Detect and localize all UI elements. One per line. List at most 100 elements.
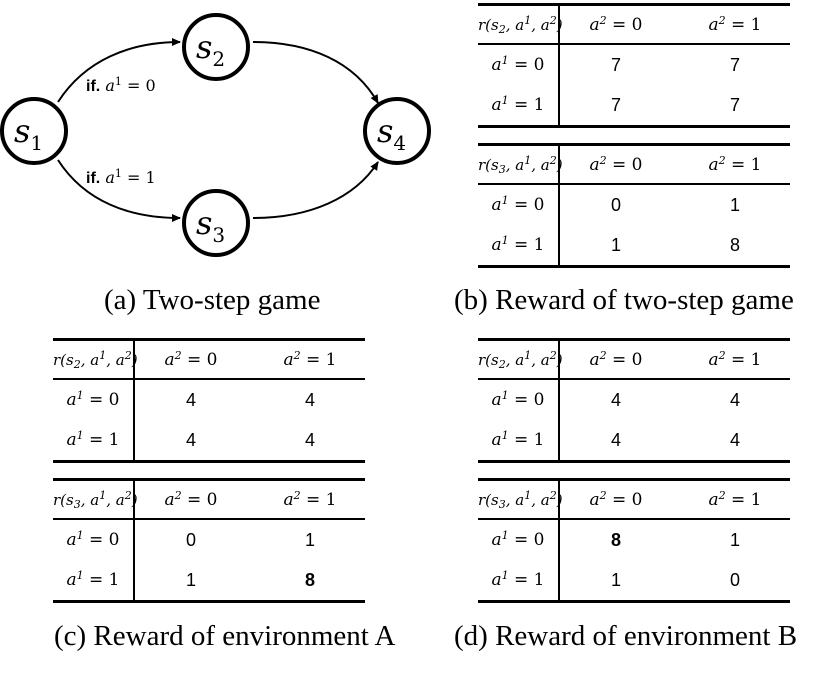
- table-cell-value: 4: [185, 390, 196, 410]
- edge-s2-s4: [252, 41, 379, 104]
- table-col-header: a2 = 0: [589, 154, 643, 175]
- table-row-header: a1 = 0: [491, 54, 545, 75]
- table-vertical-rule: [558, 341, 560, 460]
- table-bottom-rule: [478, 265, 790, 268]
- table-cell-value: 8: [304, 570, 315, 590]
- table-top-rule: [478, 3, 790, 6]
- caption-d: (d) Reward of environment B: [454, 620, 798, 652]
- table-col-header: a2 = 0: [589, 489, 643, 510]
- edge-label-bottom: if. a1 = 1: [86, 167, 156, 187]
- table-row-header: a1 = 1: [66, 429, 120, 450]
- table-col-header: a2 = 1: [708, 154, 762, 175]
- table-cell-value: 7: [610, 55, 621, 75]
- table-cell-value: 1: [729, 530, 740, 550]
- reward-table-d-s3: r(s3, a1, a2) a2 = 0 a2 = 1 a1 = 0 8 1 a1 = 1 1…: [478, 478, 790, 603]
- table-corner-label: r(s3, a1, a2): [53, 489, 138, 511]
- table-col-header: a2 = 1: [708, 14, 762, 35]
- table-row: a1 = 1 4 4: [53, 420, 365, 460]
- table-corner-label: r(s2, a1, a2): [478, 349, 563, 371]
- table-corner-label: r(s3, a1, a2): [478, 489, 563, 511]
- table-row-header: a1 = 0: [491, 529, 545, 550]
- node-s2: [182, 13, 250, 81]
- table-header-rule: [478, 43, 790, 45]
- table-bottom-rule: [478, 460, 790, 463]
- table-cell-value: 4: [185, 430, 196, 450]
- table-cell-value: 1: [729, 195, 740, 215]
- table-cell-value: 7: [729, 95, 740, 115]
- table-header-row: r(s3, a1, a2) a2 = 0 a2 = 1: [478, 145, 790, 185]
- table-row-header: a1 = 1: [491, 569, 545, 590]
- table-cell-value: 1: [304, 530, 315, 550]
- table-cell-value: 0: [729, 570, 740, 590]
- table-top-rule: [478, 478, 790, 481]
- table-row-header: a1 = 0: [66, 529, 120, 550]
- table-col-header: a2 = 1: [283, 349, 337, 370]
- table-row: a1 = 0 4 4: [53, 380, 365, 420]
- table-cell-value: 4: [610, 430, 621, 450]
- node-s1-label: s1: [14, 112, 44, 155]
- table-col-header: a2 = 1: [708, 349, 762, 370]
- table-bottom-rule: [53, 460, 365, 463]
- edge-label-top: if. a1 = 0: [86, 75, 156, 95]
- caption-c: (c) Reward of environment A: [54, 620, 396, 652]
- table-col-header: a2 = 1: [708, 489, 762, 510]
- table-bottom-rule: [478, 125, 790, 128]
- table-vertical-rule: [133, 341, 135, 460]
- table-vertical-rule: [558, 481, 560, 600]
- table-vertical-rule: [133, 481, 135, 600]
- node-s3: [182, 189, 250, 257]
- table-top-rule: [478, 143, 790, 146]
- node-s1: [0, 97, 68, 165]
- node-s4-label: s4: [377, 112, 407, 155]
- table-row: a1 = 1 1 0: [478, 560, 790, 600]
- table-row-header: a1 = 0: [491, 389, 545, 410]
- table-cell-value: 7: [610, 95, 621, 115]
- table-col-header: a2 = 0: [589, 14, 643, 35]
- table-bottom-rule: [53, 600, 365, 603]
- table-cell-value: 1: [610, 570, 621, 590]
- two-step-game-diagram: s1 s2 s3 s4 if. a1 = 0 if. a1 = 1: [0, 0, 440, 280]
- table-header-rule: [478, 518, 790, 520]
- node-s4: [363, 97, 431, 165]
- table-top-rule: [53, 478, 365, 481]
- table-header-rule: [53, 378, 365, 380]
- table-header-rule: [478, 183, 790, 185]
- table-header-row: r(s3, a1, a2) a2 = 0 a2 = 1: [478, 480, 790, 520]
- caption-b: (b) Reward of two-step game: [454, 284, 794, 316]
- table-cell-value: 4: [304, 430, 315, 450]
- table-cell-value: 4: [729, 430, 740, 450]
- table-corner-label: r(s2, a1, a2): [53, 349, 138, 371]
- table-cell-value: 1: [185, 570, 196, 590]
- table-row-header: a1 = 0: [491, 194, 545, 215]
- table-col-header: a2 = 1: [283, 489, 337, 510]
- node-s3-label: s3: [196, 204, 226, 247]
- table-cell-value: 4: [304, 390, 315, 410]
- table-top-rule: [53, 338, 365, 341]
- table-vertical-rule: [558, 146, 560, 265]
- table-corner-label: r(s3, a1, a2): [478, 154, 563, 176]
- table-cell-value: 8: [610, 530, 621, 550]
- node-s2-label: s2: [196, 28, 226, 71]
- caption-a: (a) Two-step game: [104, 284, 321, 316]
- table-row-header: a1 = 1: [491, 234, 545, 255]
- diagram-svg: [0, 13, 431, 257]
- edge-s1-s3: [57, 159, 181, 222]
- table-row-header: a1 = 0: [66, 389, 120, 410]
- table-header-rule: [478, 378, 790, 380]
